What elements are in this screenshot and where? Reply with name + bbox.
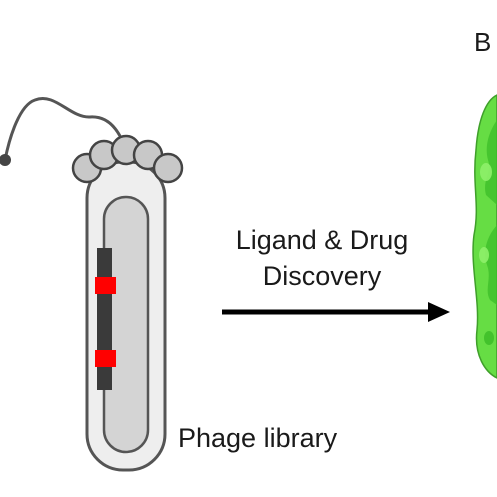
phage-fiber-tip: [0, 154, 11, 166]
coat-bead: [152, 152, 184, 184]
phage-library-label: Phage library: [178, 423, 338, 453]
insert-marker-top: [95, 277, 116, 294]
panel-letter: B: [474, 27, 492, 57]
arrow-label: Ligand & Drug Discovery: [212, 222, 432, 294]
phage-coat-proteins: [71, 134, 184, 184]
phage-tail-fiber: [3, 97, 124, 162]
arrow-label-line-1: Ligand & Drug: [235, 225, 409, 255]
arrow-label-line-2: Discovery: [262, 261, 382, 291]
insert-marker-bottom: [95, 350, 116, 367]
protein-structure-image: [472, 94, 497, 379]
discovery-arrow-head: [428, 302, 450, 322]
phage-genome-bar: [97, 248, 112, 390]
